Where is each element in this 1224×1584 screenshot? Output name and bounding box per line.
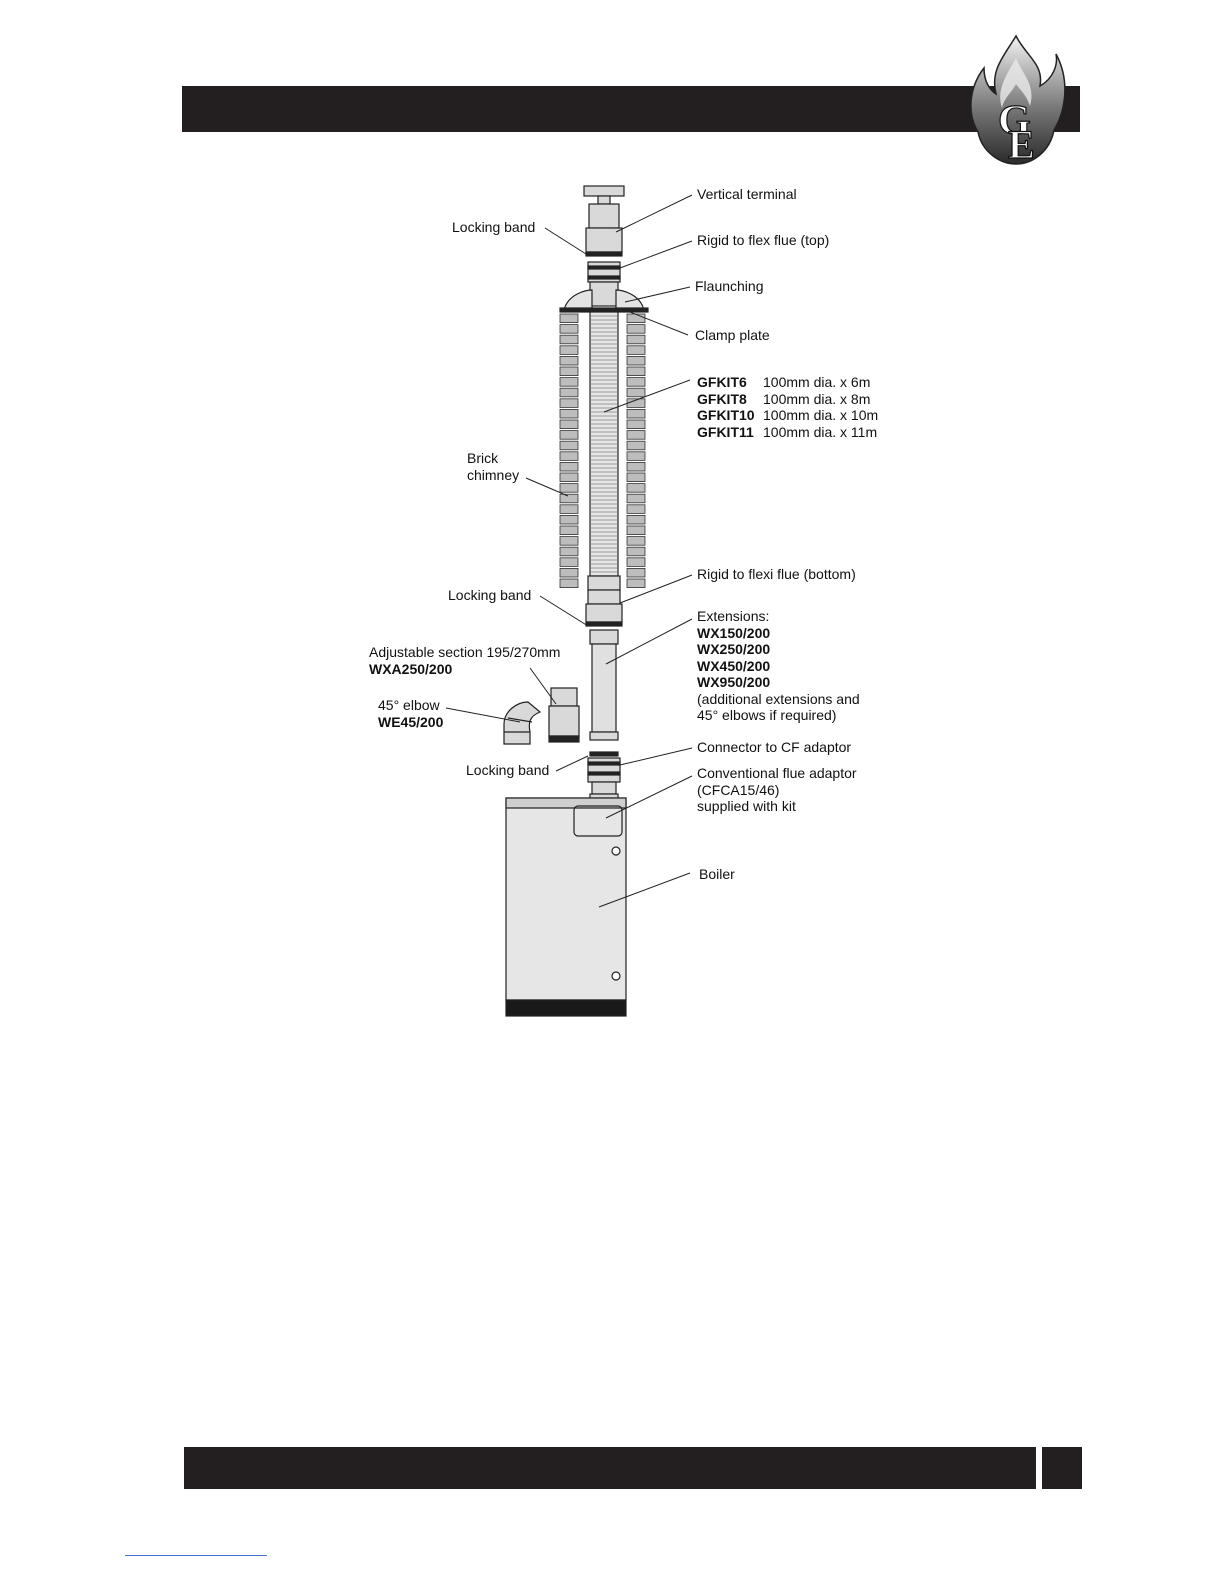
brick: [559, 536, 579, 546]
brick: [626, 515, 646, 525]
brick: [626, 345, 646, 355]
flaunching-left: [563, 289, 593, 311]
brick: [626, 387, 646, 398]
brick: [559, 324, 579, 334]
brick: [626, 525, 646, 536]
brick: [626, 504, 646, 514]
brick: [626, 408, 646, 419]
brick: [626, 324, 646, 334]
brick: [559, 398, 579, 408]
brick: [559, 313, 579, 324]
brick: [559, 568, 579, 578]
footer-link-line[interactable]: [125, 1555, 267, 1556]
brick: [626, 536, 646, 546]
brick: [626, 483, 646, 493]
brick: [626, 419, 646, 430]
boiler-base: [505, 999, 627, 1017]
brick: [626, 377, 646, 387]
brick: [559, 515, 579, 525]
brick: [626, 493, 646, 504]
label-brick-chimney: Brick chimney: [467, 450, 520, 483]
brick: [626, 546, 646, 557]
flaunching-collar: [589, 281, 619, 307]
brick: [626, 430, 646, 440]
logo-letter-e: E: [1008, 122, 1035, 166]
locking-band-middle-part: [585, 603, 623, 623]
label-extensions: Extensions: WX150/200 WX250/200 WX450/20…: [697, 608, 860, 723]
brick: [626, 557, 646, 567]
label-locking-band-bottom: Locking band: [466, 762, 550, 778]
brick: [559, 430, 579, 440]
logo-letter-g: G: [998, 98, 1031, 144]
brick: [559, 355, 579, 366]
brick: [559, 345, 579, 355]
label-cf-adaptor: Conventional flue adaptor (CFCA15/46) su…: [697, 765, 857, 814]
label-rigid-to-flex-top: Rigid to flex flue (top): [697, 232, 830, 248]
brick: [626, 451, 646, 461]
brick: [559, 504, 579, 514]
boiler-casing: [505, 797, 627, 1001]
label-rigid-to-flexi-bottom: Rigid to flexi flue (bottom): [697, 566, 856, 582]
brick: [559, 525, 579, 536]
brick: [559, 387, 579, 398]
label-elbow: 45° elbow WE45/200: [378, 697, 444, 730]
label-connector-cf: Connector to CF adaptor: [697, 739, 852, 755]
header-bar: [182, 86, 1080, 132]
brick: [626, 334, 646, 345]
brick: [559, 483, 579, 493]
label-clamp-plate: Clamp plate: [695, 327, 770, 343]
label-flaunching: Flaunching: [695, 278, 764, 294]
brick: [559, 472, 579, 483]
locking-band-top-ring: [585, 251, 623, 257]
brick: [626, 461, 646, 472]
brick: [559, 578, 579, 589]
brick: [559, 377, 579, 387]
label-vertical-terminal: Vertical terminal: [697, 186, 797, 202]
label-locking-band-top: Locking band: [452, 219, 536, 235]
brick: [559, 440, 579, 451]
terminal-cap: [583, 185, 625, 197]
label-locking-band-middle: Locking band: [448, 587, 532, 603]
brick: [559, 493, 579, 504]
brick: [559, 451, 579, 461]
brick: [559, 334, 579, 345]
page-number-box: [1042, 1447, 1082, 1489]
extension-pipe: [591, 643, 617, 733]
connector-ring: [589, 751, 619, 757]
brick: [626, 472, 646, 483]
brick: [559, 408, 579, 419]
brick: [626, 313, 646, 324]
terminal-body: [588, 203, 620, 229]
brick: [559, 461, 579, 472]
brick: [559, 366, 579, 377]
terminal-neck: [597, 195, 611, 205]
brick: [626, 366, 646, 377]
elbow-45: [503, 701, 542, 745]
brick: [559, 546, 579, 557]
label-adjustable-section: Adjustable section 195/270mm WXA250/200: [369, 644, 561, 677]
footer-bar: [184, 1447, 1036, 1489]
brick: [626, 355, 646, 366]
brick: [559, 557, 579, 567]
brick-chimney: [559, 313, 646, 589]
flame-logo-icon: G E: [970, 34, 1066, 166]
brick: [626, 440, 646, 451]
rigid-to-flexi-bottom-part: [587, 575, 621, 591]
label-boiler: Boiler: [699, 866, 735, 882]
brick: [559, 419, 579, 430]
brick: [626, 578, 646, 589]
flaunching-right: [615, 289, 645, 311]
brick: [626, 568, 646, 578]
